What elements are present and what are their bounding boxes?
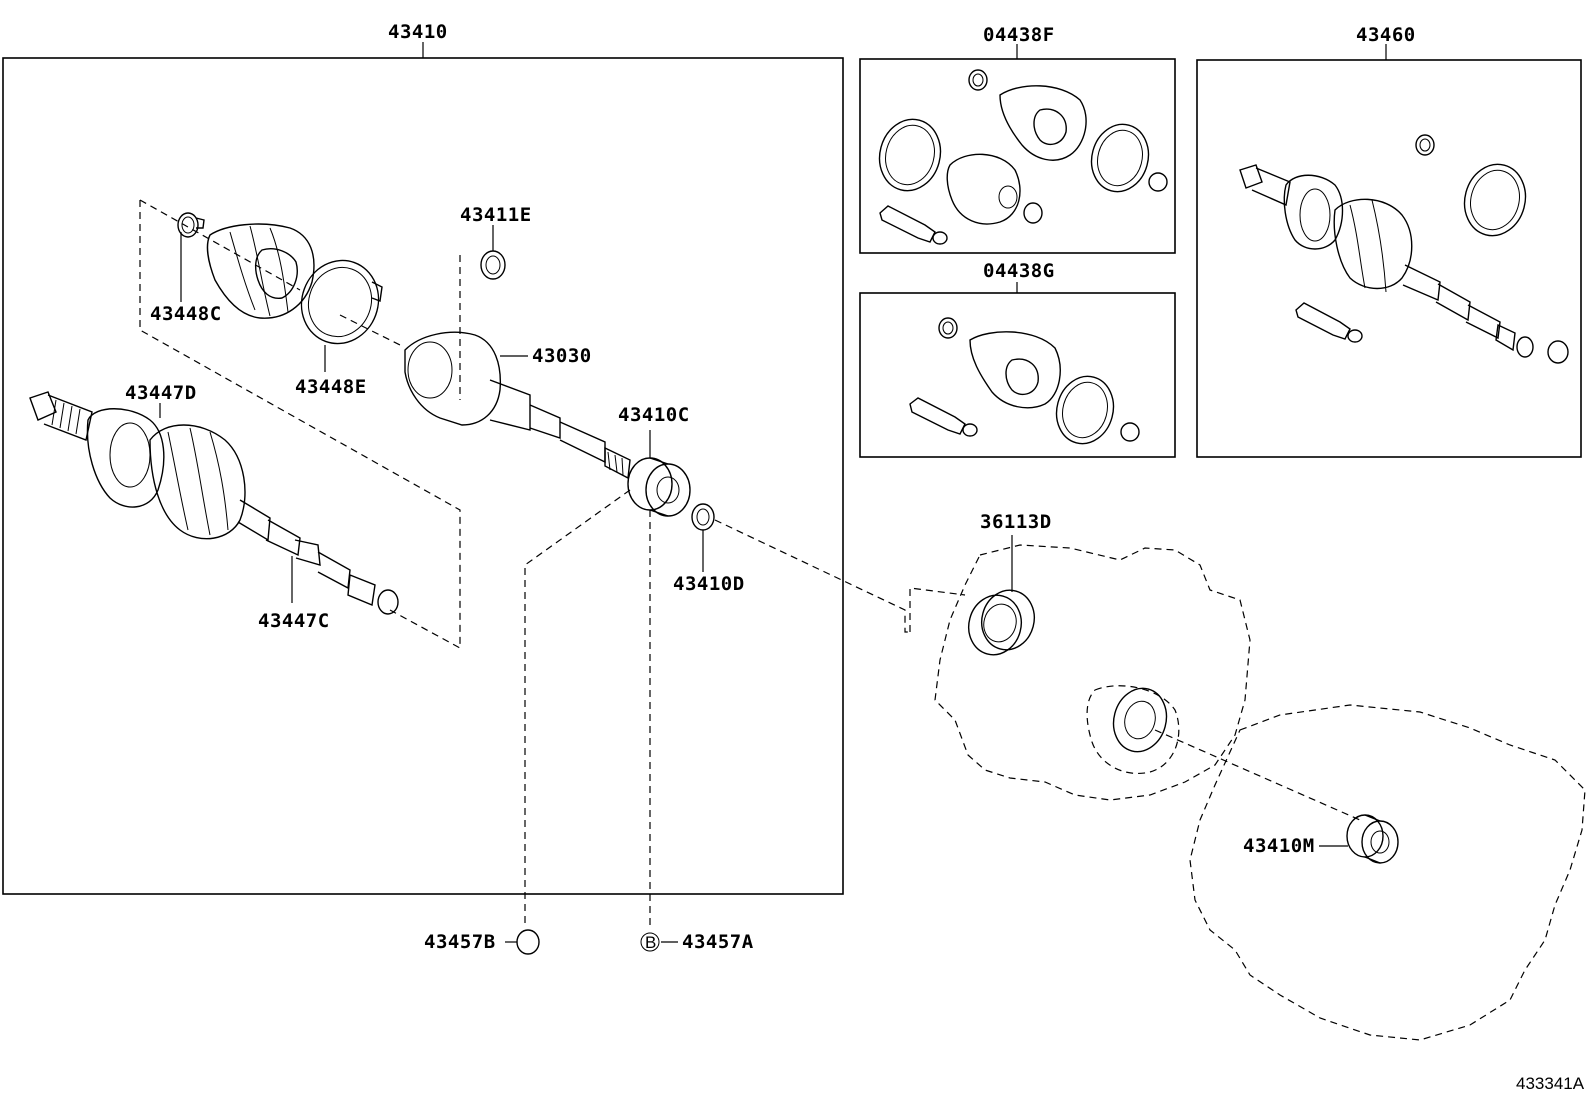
b-mark-symbol xyxy=(640,932,660,952)
label-43410D: 43410D xyxy=(673,573,745,595)
label-43410C: 43410C xyxy=(618,404,690,426)
figure-reference: 433341A xyxy=(1516,1074,1585,1093)
part-snapring-43411E xyxy=(480,225,506,280)
kit-04438F-parts xyxy=(878,69,1168,245)
label-43457A: 43457A xyxy=(682,931,754,953)
part-boot-upper xyxy=(206,223,315,319)
group-43460-parts xyxy=(1239,134,1569,364)
label-43410M: 43410M xyxy=(1243,835,1315,857)
label-04438F: 04438F xyxy=(983,24,1055,46)
kit-04438G-parts xyxy=(909,317,1140,445)
label-43411E: 43411E xyxy=(460,204,532,226)
label-36113D: 36113D xyxy=(980,511,1052,533)
label-43448E: 43448E xyxy=(295,376,367,398)
group-box-43410 xyxy=(2,57,844,895)
part-seal-36113D xyxy=(968,535,1035,656)
label-43030: 43030 xyxy=(532,345,592,367)
part-joint-43030 xyxy=(404,331,631,480)
b-mark-letter: B xyxy=(645,933,656,952)
part-oring-43457B xyxy=(516,929,540,955)
label-43457B: 43457B xyxy=(424,931,496,953)
group-box-04438G xyxy=(859,292,1176,458)
label-43447D: 43447D xyxy=(125,382,197,404)
group-box-43460 xyxy=(1196,59,1582,458)
exploded-guide-lines xyxy=(139,199,966,930)
part-bearing-43410C xyxy=(627,430,691,517)
transaxle-case-outline xyxy=(934,544,1586,1041)
part-ring-43410D xyxy=(691,503,715,572)
part-outer-shaft xyxy=(29,391,399,615)
label-43448C: 43448C xyxy=(150,303,222,325)
label-43447C: 43447C xyxy=(258,610,330,632)
part-clamp-43448E xyxy=(300,259,383,372)
case-inner-ring xyxy=(1112,687,1168,753)
part-bearing-43410M xyxy=(1319,814,1399,864)
label-43410: 43410 xyxy=(388,21,448,43)
part-clamp-43448C xyxy=(177,212,205,302)
label-04438G: 04438G xyxy=(983,260,1055,282)
label-43460: 43460 xyxy=(1356,24,1416,46)
